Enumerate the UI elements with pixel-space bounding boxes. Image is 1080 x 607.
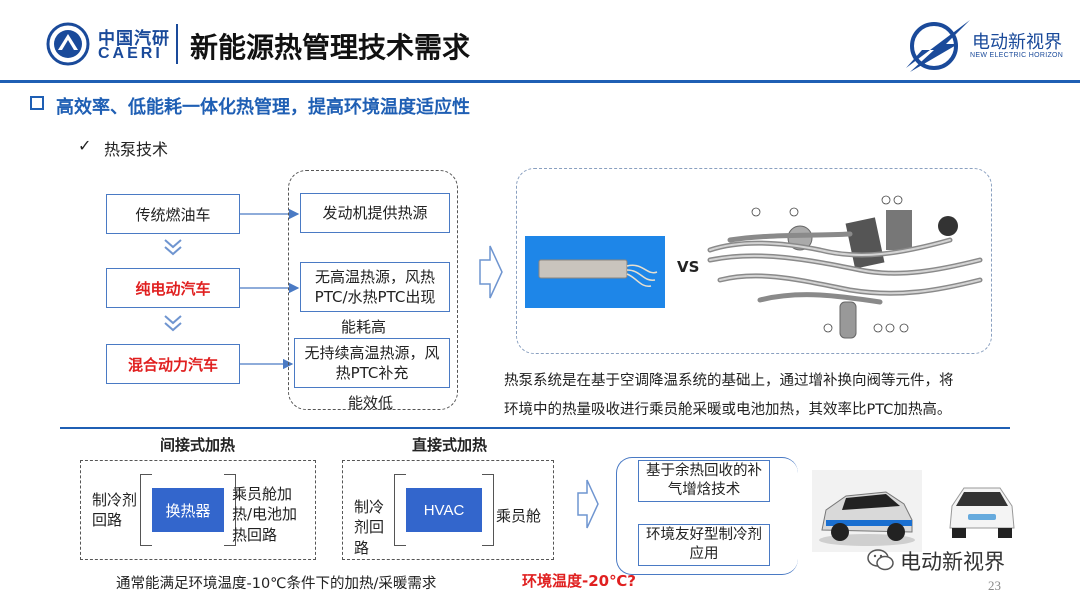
chevron-down-icon [163, 238, 183, 260]
bracket-left [394, 474, 406, 546]
logo-divider [176, 24, 178, 64]
heat-source-engine: 发动机提供热源 [300, 193, 450, 233]
section-separator [60, 427, 1010, 429]
bracket-left [140, 474, 152, 546]
vehicle-box-ev: 纯电动汽车 [106, 268, 240, 308]
caeri-logo-icon [46, 22, 90, 66]
page-title: 新能源热管理技术需求 [190, 31, 471, 64]
bracket-right [224, 474, 236, 546]
heat-source-group [288, 170, 458, 410]
tech-item-eco-refrigerant: 环境友好型制冷剂应用 [638, 524, 770, 566]
square-bullet-icon [30, 96, 44, 110]
section-heading: 高效率、低能耗一体化热管理，提高环境温度适应性 [56, 97, 470, 118]
car-image-renault-zoe [942, 470, 1022, 546]
sub-heading: 热泵技术 [104, 140, 169, 159]
vs-label: VS [677, 258, 700, 276]
direct-heating-diagram [342, 460, 554, 560]
watermark-text: 电动新视界 [900, 550, 1005, 574]
direct-cabin-label: 乘员舱 [496, 507, 542, 525]
arrow-right-icon [479, 245, 503, 299]
bracket-right [482, 474, 494, 546]
direct-refrigerant-loop: 制冷剂回路 [354, 498, 385, 557]
hvac-block: HVAC [406, 488, 482, 532]
org-name-cn: 中国汽研 [98, 29, 170, 49]
vehicle-box-fuel: 传统燃油车 [106, 194, 240, 234]
heat-exchanger-block: 换热器 [152, 488, 224, 532]
direct-heating-label: 直接式加热 [412, 436, 488, 454]
wechat-icon [867, 549, 894, 571]
tech-bracket [616, 457, 798, 575]
indirect-heating-label: 间接式加热 [160, 436, 236, 454]
brand-logo-icon [906, 20, 970, 72]
check-icon: ✓ [78, 136, 92, 155]
page-number: 23 [988, 578, 1001, 593]
brand-name-en: NEW ELECTRIC HORIZON [970, 52, 1064, 59]
brand-name-cn: 电动新视界 [972, 32, 1062, 53]
tech-item-vapor-injection: 基于余热回收的补气增焓技术 [638, 460, 770, 502]
vehicle-box-hybrid: 混合动力汽车 [106, 344, 240, 384]
indirect-refrigerant-loop: 制冷剂回路 [92, 491, 138, 530]
org-name-en: CAERI [98, 45, 163, 62]
description-line-1: 热泵系统是在基于空调降温系统的基础上，通过增补换向阀等元件，将 [504, 373, 954, 389]
chevron-down-icon [163, 314, 183, 336]
indirect-cabin-battery-loop: 乘员舱加热/电池加热回路 [232, 485, 298, 544]
ptc-heater-image [525, 236, 665, 308]
description-line-2: 环境中的热量吸收进行乘员舱采暖或电池加热，其效率比PTC加热高。 [504, 402, 952, 418]
arrow-right-icon [577, 479, 599, 529]
heating-note: 通常能满足环境温度-10℃条件下的加热/采暖需求 [116, 576, 437, 592]
car-image-bmw-i3 [812, 470, 922, 552]
heat-source-hybrid: 无持续高温热源，风热PTC补充 [294, 338, 450, 388]
energy-low-label: 能效低 [348, 394, 394, 412]
heat-pump-system-image [707, 195, 983, 339]
heat-source-ev: 无高温热源，风热PTC/水热PTC出现 [300, 262, 450, 312]
comparison-panel [516, 168, 992, 354]
temperature-question: 环境温度-20℃? [522, 572, 636, 590]
indirect-heating-diagram [80, 460, 316, 560]
header-divider-line [0, 80, 1080, 83]
energy-high-label: 能耗高 [341, 318, 387, 336]
